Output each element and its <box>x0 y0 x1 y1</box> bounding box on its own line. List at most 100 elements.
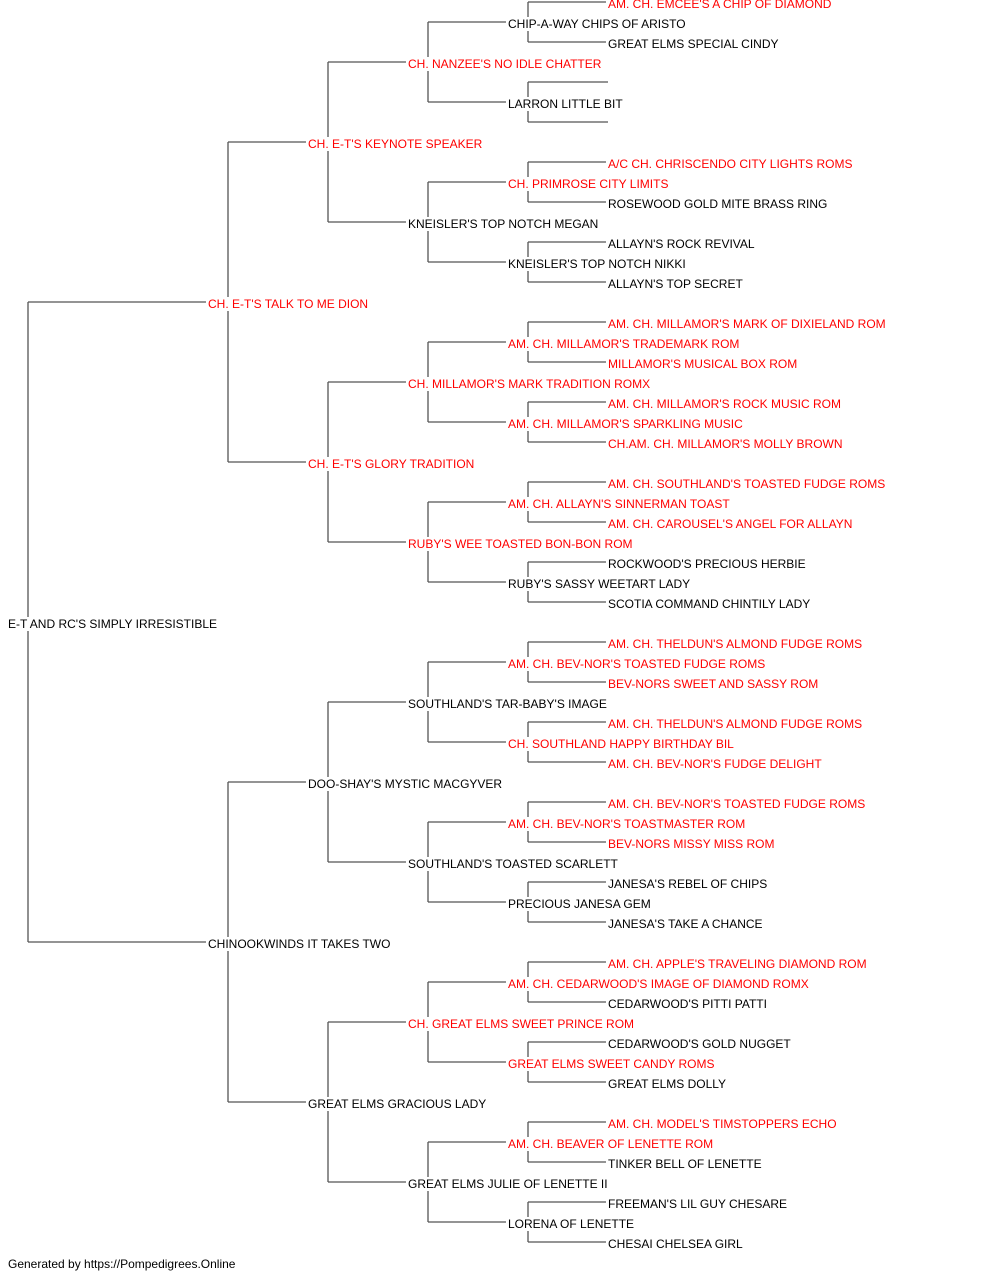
ancestor-name: AM. CH. THELDUN'S ALMOND FUDGE ROMS <box>608 717 862 731</box>
ancestor-name: PRECIOUS JANESA GEM <box>508 897 651 911</box>
ancestor-name: AM. CH. SOUTHLAND'S TOASTED FUDGE ROMS <box>608 477 885 491</box>
ancestor-name: LARRON LITTLE BIT <box>508 97 623 111</box>
ancestor-name: AM. CH. MILLAMOR'S SPARKLING MUSIC <box>508 417 743 431</box>
ancestor-name: RUBY'S SASSY WEETART LADY <box>508 577 690 591</box>
label-backing <box>506 737 737 751</box>
label-backing <box>606 1237 746 1251</box>
ancestor-name: AM. CH. CAROUSEL'S ANGEL FOR ALLAYN <box>608 517 852 531</box>
label-backing <box>606 477 888 491</box>
label-backing <box>506 1217 637 1231</box>
ancestor-name: AM. CH. THELDUN'S ALMOND FUDGE ROMS <box>608 637 862 651</box>
label-backing <box>606 1157 764 1171</box>
ancestor-name: CH. E-T'S GLORY TRADITION <box>308 457 474 471</box>
ancestor-name: ALLAYN'S TOP SECRET <box>608 277 743 291</box>
ancestor-name: CH. E-T'S KEYNOTE SPEAKER <box>308 137 483 151</box>
label-backing <box>406 1017 637 1031</box>
ancestor-name: CH.AM. CH. MILLAMOR'S MOLLY BROWN <box>608 437 843 451</box>
ancestor-name: AM. CH. BEV-NOR'S FUDGE DELIGHT <box>608 757 822 771</box>
label-backing <box>506 97 626 111</box>
label-backing <box>606 157 855 171</box>
ancestor-name: AM. CH. MILLAMOR'S ROCK MUSIC ROM <box>608 397 841 411</box>
ancestor-name: FREEMAN'S LIL GUY CHESARE <box>608 1197 787 1211</box>
ancestor-name: CHIP-A-WAY CHIPS OF ARISTO <box>508 17 686 31</box>
ancestor-name: GREAT ELMS SWEET CANDY ROMS <box>508 1057 714 1071</box>
ancestor-name: A/C CH. CHRISCENDO CITY LIGHTS ROMS <box>608 157 852 171</box>
ancestor-name: AM. CH. ALLAYN'S SINNERMAN TOAST <box>508 497 730 511</box>
label-backing <box>406 697 609 711</box>
ancestor-name: MILLAMOR'S MUSICAL BOX ROM <box>608 357 797 371</box>
label-backing <box>606 757 825 771</box>
label-backing <box>506 17 688 31</box>
label-backing <box>406 377 653 391</box>
ancestor-name: ROSEWOOD GOLD MITE BRASS RING <box>608 197 827 211</box>
ancestor-name: AM. CH. CEDARWOOD'S IMAGE OF DIAMOND ROM… <box>508 977 809 991</box>
label-backing <box>406 857 621 871</box>
ancestor-name: DOO-SHAY'S MYSTIC MACGYVER <box>308 777 502 791</box>
ancestor-name: CH. MILLAMOR'S MARK TRADITION ROMX <box>408 377 650 391</box>
label-backing <box>506 1057 717 1071</box>
ancestor-name: AM. CH. EMCEE'S A CHIP OF DIAMOND <box>608 0 832 11</box>
ancestor-name: AM. CH. BEV-NOR'S TOASTED FUDGE ROMS <box>508 657 765 671</box>
ancestor-name: CH. PRIMROSE CITY LIMITS <box>508 177 668 191</box>
label-backing <box>606 837 777 851</box>
label-backing <box>306 457 477 471</box>
ancestor-name: BEV-NORS SWEET AND SASSY ROM <box>608 677 818 691</box>
label-backing <box>506 817 748 831</box>
ancestor-name: SOUTHLAND'S TOASTED SCARLETT <box>408 857 619 871</box>
label-backing <box>506 337 742 351</box>
ancestor-name: AM. CH. BEAVER OF LENETTE ROM <box>508 1137 713 1151</box>
label-backing <box>306 137 485 151</box>
label-backing <box>606 637 865 651</box>
label-backing <box>606 677 821 691</box>
ancestor-name: GREAT ELMS SPECIAL CINDY <box>608 37 779 51</box>
label-backing <box>606 597 813 611</box>
ancestor-name: ROCKWOOD'S PRECIOUS HERBIE <box>608 557 806 571</box>
ancestor-name: KNEISLER'S TOP NOTCH MEGAN <box>408 217 598 231</box>
label-backing <box>606 797 868 811</box>
ancestor-name: CHINOOKWINDS IT TAKES TWO <box>208 937 390 951</box>
subject-dog-name: E-T AND RC'S SIMPLY IRRESISTIBLE <box>8 617 217 631</box>
ancestor-name: AM. CH. MILLAMOR'S TRADEMARK ROM <box>508 337 739 351</box>
ancestor-name: AM. CH. MILLAMOR'S MARK OF DIXIELAND ROM <box>608 317 886 331</box>
ancestor-name: GREAT ELMS GRACIOUS LADY <box>308 1097 486 1111</box>
label-backing <box>606 917 765 931</box>
label-backing <box>506 257 688 271</box>
ancestor-name: CEDARWOOD'S PITTI PATTI <box>608 997 767 1011</box>
label-backing <box>406 57 604 71</box>
generated-by-footer: Generated by https://Pompedigrees.Online <box>8 1257 236 1271</box>
ancestor-name: SOUTHLAND'S TAR-BABY'S IMAGE <box>408 697 607 711</box>
label-backing <box>606 957 869 971</box>
ancestor-name: JANESA'S TAKE A CHANCE <box>608 917 763 931</box>
label-backing <box>606 277 746 291</box>
ancestor-name: AM. CH. APPLE'S TRAVELING DIAMOND ROM <box>608 957 867 971</box>
label-backing <box>506 897 653 911</box>
label-backing <box>606 1117 839 1131</box>
ancestor-name: TINKER BELL OF LENETTE <box>608 1157 762 1171</box>
ancestor-name: CH. GREAT ELMS SWEET PRINCE ROM <box>408 1017 634 1031</box>
label-backing <box>506 657 768 671</box>
label-backing <box>506 977 811 991</box>
label-backing <box>606 37 781 51</box>
label-backing <box>406 217 601 231</box>
ancestor-name: LORENA OF LENETTE <box>508 1217 634 1231</box>
ancestor-name: CH. SOUTHLAND HAPPY BIRTHDAY BIL <box>508 737 734 751</box>
ancestor-name: CEDARWOOD'S GOLD NUGGET <box>608 1037 791 1051</box>
ancestor-name: RUBY'S WEE TOASTED BON-BON ROM <box>408 537 633 551</box>
label-backing <box>506 497 733 511</box>
label-backing <box>606 997 769 1011</box>
ancestor-name: SCOTIA COMMAND CHINTILY LADY <box>608 597 810 611</box>
label-backing <box>306 777 505 791</box>
label-backing <box>606 517 855 531</box>
label-backing <box>306 1097 489 1111</box>
ancestor-name: CH. E-T'S TALK TO ME DION <box>208 297 368 311</box>
label-backing <box>606 877 770 891</box>
label-backing <box>606 317 888 331</box>
label-backing <box>606 1077 729 1091</box>
ancestor-name: ALLAYN'S ROCK REVIVAL <box>608 237 755 251</box>
label-backing <box>606 0 834 11</box>
label-backing <box>506 417 746 431</box>
label-backing <box>206 297 371 311</box>
label-backing <box>606 197 830 211</box>
ancestor-name: AM. CH. MODEL'S TIMSTOPPERS ECHO <box>608 1117 837 1131</box>
